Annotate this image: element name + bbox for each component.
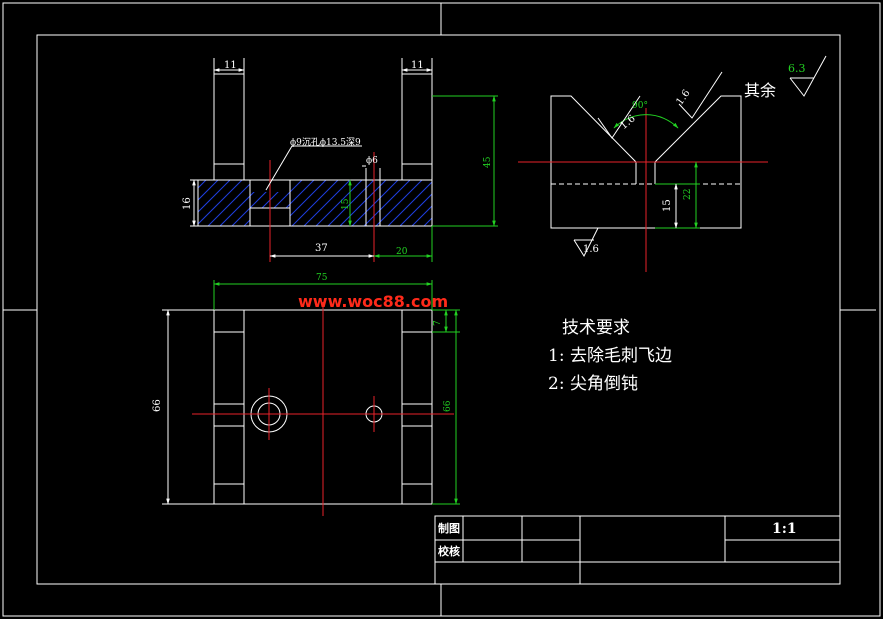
tech-requirements-title: 技术要求 — [562, 318, 630, 338]
angle-label: 90° — [632, 101, 648, 111]
drawn-label: 制图 — [438, 521, 460, 535]
scale-label: 1:1 — [772, 521, 797, 537]
dim-22: 22 — [683, 189, 693, 200]
hole-callout: ϕ9沉孔ϕ13.5深9 — [290, 137, 361, 148]
dim-height-right-top: 66 — [443, 400, 453, 412]
watermark: www.woc88.com — [298, 292, 448, 311]
side-view — [518, 55, 827, 272]
top-view — [162, 280, 460, 516]
dim-total-height: 45 — [483, 156, 493, 168]
roughness-other-value: 6.3 — [788, 62, 806, 75]
checked-label: 校核 — [438, 544, 460, 558]
section-hatch — [198, 180, 432, 226]
roughness-right: 1.6 — [674, 88, 692, 107]
dim-15: 15 — [662, 199, 673, 212]
dim-right-offset: 20 — [396, 247, 408, 257]
small-hole-dim: ϕ6 — [366, 156, 378, 166]
roughness-other-label: 其余 — [744, 81, 776, 100]
dim-hole-pos: 37 — [315, 243, 328, 254]
tech-requirement-item: 2: 尖角倒钝 — [548, 374, 638, 394]
roughness-bottom: 1.6 — [583, 244, 599, 255]
dim-left-width: 11 — [224, 60, 237, 71]
dim-width: 75 — [316, 273, 328, 283]
dim-height-left-top: 66 — [152, 399, 163, 412]
dim-hole-depth: 15 — [341, 198, 351, 210]
dim-slot: 7 — [433, 320, 443, 326]
front-view — [190, 58, 498, 262]
title-block — [434, 515, 841, 585]
dim-height-left: 16 — [182, 197, 193, 210]
dim-right-width: 11 — [411, 60, 424, 71]
tech-requirement-item: 1: 去除毛刺飞边 — [548, 346, 672, 366]
